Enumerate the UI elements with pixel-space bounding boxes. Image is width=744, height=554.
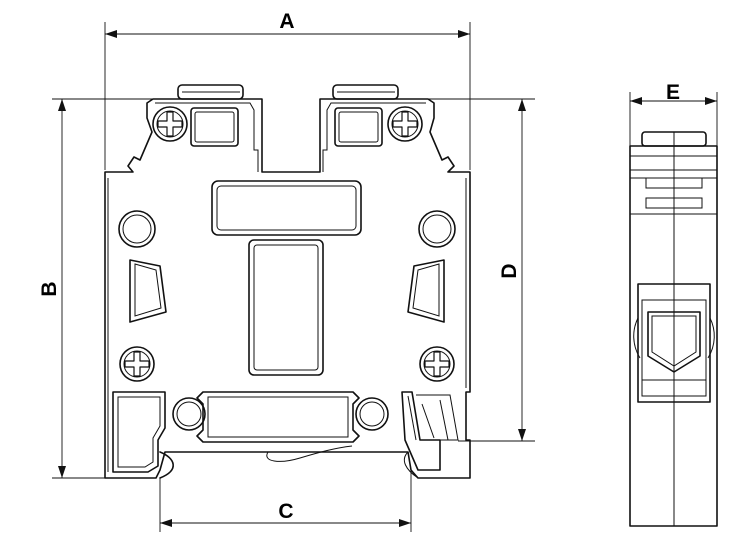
marker-label-plate [211,180,362,236]
right-latch [401,391,441,471]
dimension-c: C [159,470,412,532]
center-window [248,239,324,376]
round-hole [172,397,206,431]
round-hole [355,397,389,431]
side-clamp-frame [637,283,711,403]
front-view [104,84,471,479]
screw-icon [119,346,155,382]
dimension-d: D [428,98,535,442]
top-right-clip [332,84,399,100]
round-hole [118,210,156,248]
dimension-label-e: E [666,81,680,104]
top-left-clip [177,84,244,100]
front-body-outline [104,98,471,479]
dimension-label-d: D [498,263,521,278]
din-rail-profile [159,451,174,479]
screw-icon [419,346,455,382]
top-left-window [190,107,239,147]
dimension-label-b: B [38,281,61,296]
dimension-a: A [104,10,471,170]
dimension-label-c: C [278,500,293,523]
side-view [629,131,718,527]
screw-icon [387,106,423,142]
dimension-b: B [38,98,153,479]
right-side-slot [407,259,445,323]
dimension-e: E [629,81,718,146]
left-side-slot [129,259,167,323]
dimension-label-a: A [279,10,294,33]
left-foot [112,391,166,473]
round-hole [418,210,456,248]
screw-icon [152,106,188,142]
bottom-rail-slot [196,391,360,443]
side-clamp-jaw [647,311,701,373]
top-right-window [334,107,383,147]
